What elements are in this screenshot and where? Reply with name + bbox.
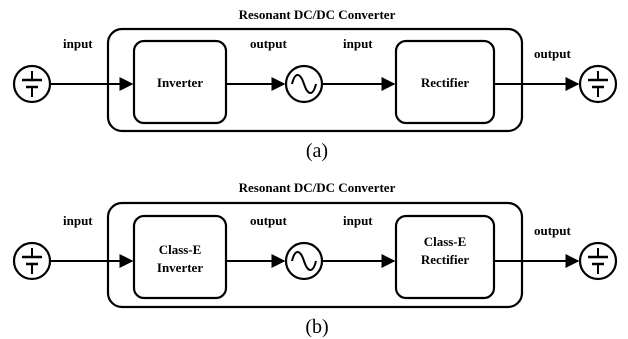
panel-a-output-label-right: output bbox=[534, 46, 572, 61]
panel-a: Resonant DC/DC Converter input Inverter … bbox=[12, 7, 618, 162]
panel-a-output-label-mid: output bbox=[250, 36, 288, 51]
panel-a-caption: (a) bbox=[306, 140, 328, 162]
panel-b-block-rectifier-label-2: Rectifier bbox=[421, 252, 470, 267]
panel-a-block-rectifier bbox=[394, 39, 496, 125]
panel-b-output-label-mid: output bbox=[250, 213, 288, 228]
dc-source-icon bbox=[12, 241, 52, 281]
panel-b-block-rectifier bbox=[394, 214, 496, 300]
panel-a-block-rectifier-label: Rectifier bbox=[421, 75, 470, 90]
ac-sine-icon bbox=[284, 241, 324, 281]
panel-a-input-label-left: input bbox=[63, 36, 93, 51]
panel-b-input-label-mid: input bbox=[343, 213, 373, 228]
panel-b-caption: (b) bbox=[305, 316, 328, 338]
dc-source-icon bbox=[578, 64, 618, 104]
dc-source-icon bbox=[578, 241, 618, 281]
panel-b-block-rectifier-label-1: Class-E bbox=[424, 234, 467, 249]
panel-b-block-inverter bbox=[132, 214, 228, 300]
panel-b-output-label-right: output bbox=[534, 223, 572, 238]
panel-a-outer-box bbox=[106, 27, 524, 133]
panel-b-title: Resonant DC/DC Converter bbox=[239, 180, 396, 195]
panel-b-input-label-left: input bbox=[63, 213, 93, 228]
panel-a-title: Resonant DC/DC Converter bbox=[239, 7, 396, 22]
panel-b-outer-box bbox=[106, 201, 524, 309]
panel-a-input-label-mid: input bbox=[343, 36, 373, 51]
panel-b-block-inverter-label-1: Class-E bbox=[159, 242, 202, 257]
panel-b: Resonant DC/DC Converter input Class-E I… bbox=[12, 180, 618, 338]
ac-sine-icon bbox=[284, 64, 324, 104]
dc-source-icon bbox=[12, 64, 52, 104]
panel-b-block-inverter-label-2: Inverter bbox=[157, 260, 203, 275]
panel-a-block-inverter-label: Inverter bbox=[157, 75, 203, 90]
panel-a-block-inverter bbox=[132, 39, 228, 125]
